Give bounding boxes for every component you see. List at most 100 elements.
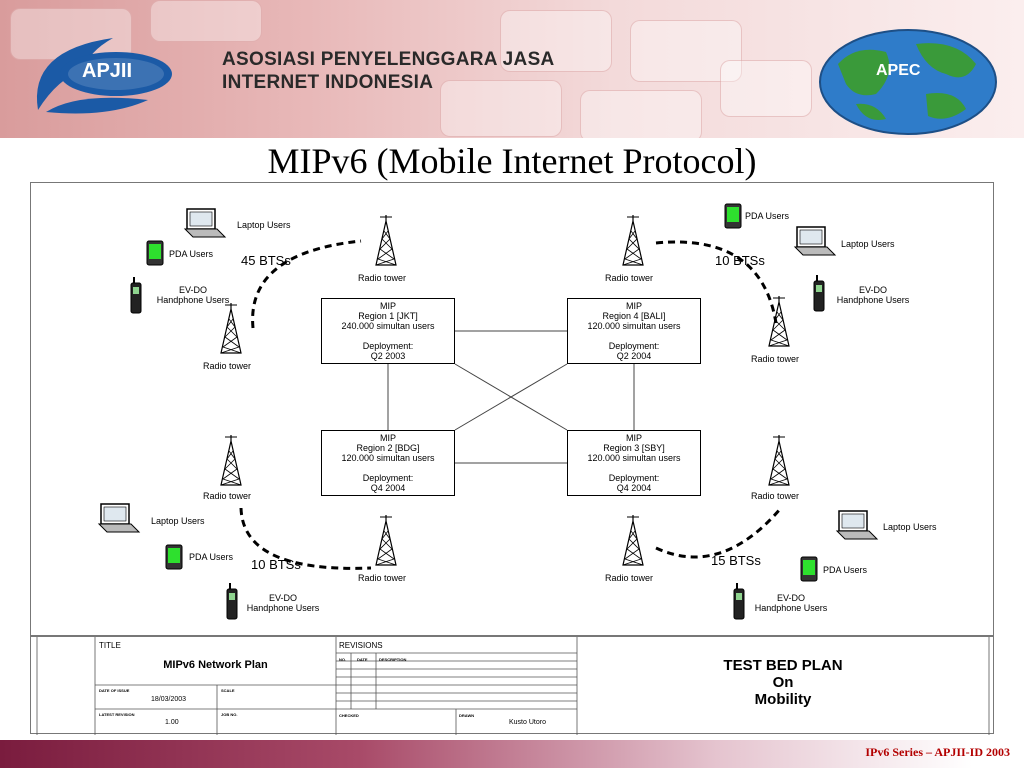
laptop-icon bbox=[184, 208, 226, 238]
bts-count-label: 10 BTSs bbox=[251, 557, 301, 572]
pda-users-label: PDA Users bbox=[745, 211, 790, 221]
region-links bbox=[387, 330, 635, 464]
keyboard-key bbox=[580, 90, 702, 138]
evdo-users-label: EV-DO Handphone Users bbox=[743, 593, 839, 613]
evdo-line: EV-DO bbox=[858, 285, 887, 295]
region-line: 240.000 simultan users bbox=[341, 321, 435, 331]
plan-title-line: TEST BED PLAN bbox=[723, 657, 843, 674]
evdo-users-label: EV-DO Handphone Users bbox=[825, 285, 921, 305]
plan-title-line: Mobility bbox=[754, 691, 812, 708]
region-line: 120.000 simultan users bbox=[341, 453, 435, 463]
bts-arcs bbox=[239, 239, 783, 570]
region-line: MIP bbox=[625, 301, 642, 311]
evdo-line: EV-DO bbox=[776, 593, 805, 603]
pda-icon bbox=[146, 240, 164, 266]
region-line: Q2 2004 bbox=[616, 351, 652, 361]
laptop-users-label: Laptop Users bbox=[151, 516, 205, 526]
region-line: Region 1 [JKT] bbox=[358, 311, 418, 321]
radio-tower-icon bbox=[220, 302, 242, 354]
evdo-users-label: EV-DO Handphone Users bbox=[145, 285, 241, 305]
region-line: Deployment: bbox=[362, 473, 414, 483]
laptop-users-label: Laptop Users bbox=[237, 220, 291, 230]
radio-tower-label: Radio tower bbox=[358, 273, 407, 283]
evdo-line: EV-DO bbox=[178, 285, 207, 295]
pda-users-label: PDA Users bbox=[189, 552, 234, 562]
region-line: MIP bbox=[379, 433, 396, 443]
evdo-line: Handphone Users bbox=[754, 603, 828, 613]
rev-col-no: NO. bbox=[339, 657, 347, 662]
region-line: MIP bbox=[379, 301, 396, 311]
title-block-grid bbox=[36, 637, 990, 735]
region-line: Deployment: bbox=[608, 341, 660, 351]
revision-value: 1.00 bbox=[165, 719, 179, 726]
apjii-logo-text: APJII bbox=[82, 60, 133, 82]
region-line: Q4 2004 bbox=[616, 483, 652, 493]
evdo-line: Handphone Users bbox=[246, 603, 320, 613]
laptop-users-label: Laptop Users bbox=[883, 522, 937, 532]
radio-tower-icon bbox=[375, 514, 397, 566]
apjii-logo: APJII bbox=[18, 30, 218, 122]
region-line bbox=[322, 331, 454, 341]
title-block: TITLE MIPv6 Network Plan DATE OF ISSUE 1… bbox=[30, 636, 994, 735]
footer-text: IPv6 Series – APJII-ID 2003 bbox=[865, 745, 1010, 759]
radio-tower-icon bbox=[622, 514, 644, 566]
title-label: TITLE bbox=[99, 641, 121, 650]
revision-label: LATEST REVISION bbox=[99, 712, 135, 717]
evdo-line: Handphone Users bbox=[156, 295, 230, 305]
radio-tower-icon bbox=[768, 434, 790, 486]
bts-count-label: 10 BTSs bbox=[715, 253, 765, 268]
plan-title-line: On bbox=[772, 674, 794, 691]
phone-icon bbox=[130, 276, 142, 314]
radio-tower-label: Radio tower bbox=[605, 273, 654, 283]
bts-count-label: 15 BTSs bbox=[711, 553, 761, 568]
radio-tower-label: Radio tower bbox=[358, 573, 407, 583]
region-line: Region 2 [BDG] bbox=[356, 443, 420, 453]
keyboard-key bbox=[720, 60, 812, 117]
keyboard-key bbox=[150, 0, 262, 42]
date-value: 18/03/2003 bbox=[151, 696, 187, 703]
region-line bbox=[568, 463, 700, 473]
plan-name: MIPv6 Network Plan bbox=[163, 659, 268, 671]
header-banner: APJII ASOSIASI PENYELENGGARA JASA INTERN… bbox=[0, 0, 1024, 138]
region-line bbox=[322, 463, 454, 473]
pda-icon bbox=[800, 556, 818, 582]
pda-users-label: PDA Users bbox=[169, 249, 214, 259]
diagram-canvas bbox=[98, 203, 878, 620]
radio-tower-icon bbox=[375, 214, 397, 266]
laptop-icon bbox=[794, 226, 836, 256]
region-line: Region 4 [BALI] bbox=[602, 311, 666, 321]
phone-icon bbox=[813, 274, 825, 312]
region-line: MIP bbox=[625, 433, 642, 443]
drawn-value: Kusto Utoro bbox=[509, 719, 546, 726]
evdo-line: Handphone Users bbox=[836, 295, 910, 305]
region-line: Q4 2004 bbox=[370, 483, 406, 493]
pda-icon bbox=[165, 544, 183, 570]
region-line: Q2 2003 bbox=[370, 351, 406, 361]
apec-logo-text: APEC bbox=[876, 62, 921, 79]
job-label: JOB NO. bbox=[221, 712, 238, 717]
radio-tower-label: Radio tower bbox=[751, 354, 800, 364]
evdo-line: EV-DO bbox=[268, 593, 297, 603]
checked-label: CHECKED bbox=[339, 713, 359, 718]
radio-tower-icon bbox=[220, 434, 242, 486]
plan-title: TEST BED PLAN On Mobility bbox=[577, 657, 989, 708]
radio-tower-icon bbox=[622, 214, 644, 266]
radio-tower-icon bbox=[768, 295, 790, 347]
rev-col-date: DATE bbox=[357, 657, 368, 662]
pda-icon bbox=[724, 203, 742, 229]
keyboard-key bbox=[440, 80, 562, 137]
drawn-label: DRAWN bbox=[459, 713, 475, 718]
laptop-users-label: Laptop Users bbox=[841, 239, 895, 249]
radio-tower-label: Radio tower bbox=[203, 361, 252, 371]
apec-logo: APEC bbox=[816, 24, 1000, 136]
keyboard-key bbox=[500, 10, 612, 72]
page-title: MIPv6 (Mobile Internet Protocol) bbox=[267, 141, 757, 181]
radio-tower-label: Radio tower bbox=[751, 491, 800, 501]
pda-users-label: PDA Users bbox=[823, 565, 868, 575]
region-line bbox=[568, 331, 700, 341]
keyboard-key bbox=[630, 20, 742, 82]
region-box-sby: MIP Region 3 [SBY] 120.000 simultan user… bbox=[567, 430, 701, 496]
region-line: Region 3 [SBY] bbox=[603, 443, 665, 453]
rev-col-desc: DESCRIPTION bbox=[379, 657, 407, 662]
revisions-label: REVISIONS bbox=[339, 641, 383, 650]
